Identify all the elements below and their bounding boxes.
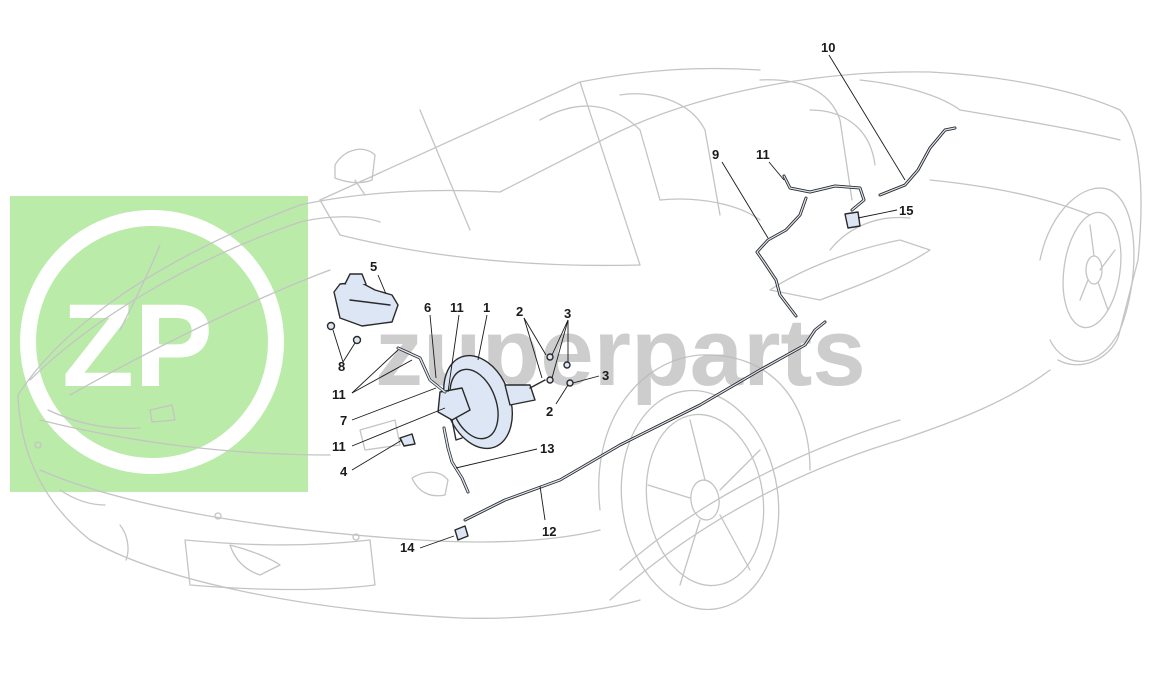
leader-lines xyxy=(332,54,906,549)
callout-10: 10 xyxy=(821,40,835,55)
zp-logo-text: ZP xyxy=(62,280,213,412)
callout-14: 14 xyxy=(400,540,415,555)
callout-9: 9 xyxy=(712,147,719,162)
nut-8a xyxy=(326,321,336,331)
callout-4: 4 xyxy=(340,464,348,479)
car-outline xyxy=(17,67,1142,619)
callout-12: 12 xyxy=(542,524,556,539)
callout-6: 6 xyxy=(424,300,431,315)
callout-3-right: 3 xyxy=(602,368,609,383)
callout-5: 5 xyxy=(370,259,377,274)
check-valve-15 xyxy=(844,211,861,229)
vacuum-hose-11-upper xyxy=(782,174,866,212)
callout-labels: 10 9 11 15 5 6 11 1 2 3 3 2 8 11 7 11 4 … xyxy=(332,40,913,555)
nut-2a xyxy=(546,353,554,361)
callout-11-left: 11 xyxy=(332,387,346,402)
callout-11-top: 11 xyxy=(450,300,464,315)
nut-8b xyxy=(352,335,362,345)
callout-11-lower: 11 xyxy=(332,439,346,454)
zp-logo-watermark: ZP xyxy=(10,196,308,492)
callout-8: 8 xyxy=(338,359,345,374)
brake-parts xyxy=(326,126,957,541)
brake-fluid-reservoir xyxy=(333,273,399,327)
callout-11-rear: 11 xyxy=(756,147,770,162)
nut-3a xyxy=(563,361,571,369)
callout-13: 13 xyxy=(540,441,554,456)
nut-2b xyxy=(546,376,554,384)
bracket-4 xyxy=(399,433,416,447)
callout-1: 1 xyxy=(483,300,490,315)
clip-14 xyxy=(454,525,469,541)
master-cylinder xyxy=(437,387,471,441)
vacuum-hose-10 xyxy=(878,126,957,197)
callout-2-top: 2 xyxy=(516,304,523,319)
callout-15: 15 xyxy=(899,203,913,218)
callout-3-top: 3 xyxy=(564,306,571,321)
callout-2-bottom: 2 xyxy=(546,404,553,419)
callout-7: 7 xyxy=(340,413,347,428)
